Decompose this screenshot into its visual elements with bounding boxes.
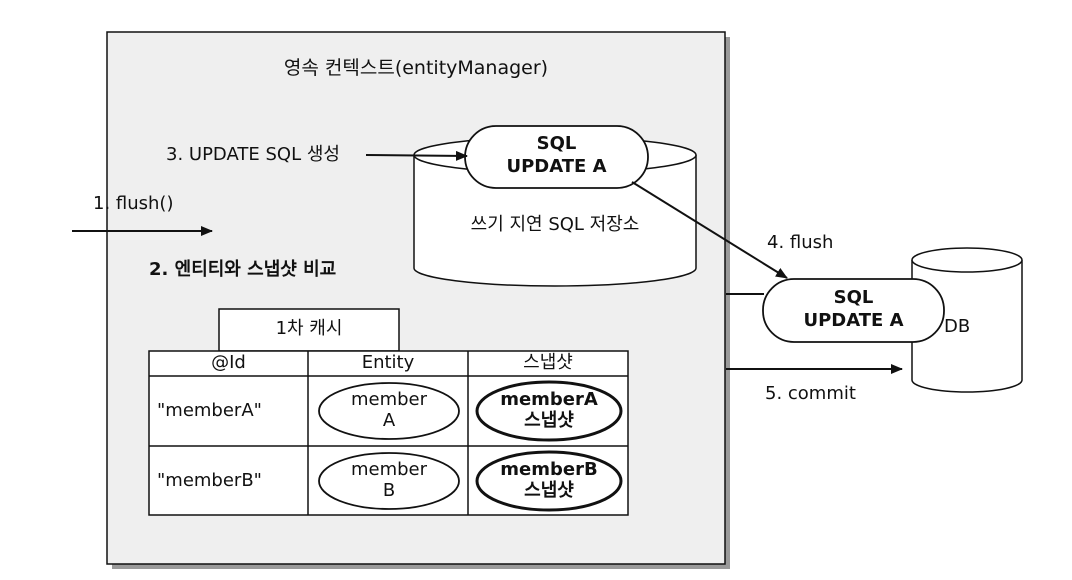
step-create-sql: 3. UPDATE SQL 생성 bbox=[166, 144, 340, 165]
snapshot-b-label: memberB 스냅샷 bbox=[477, 459, 621, 501]
step-flush-in: 1. flush() bbox=[93, 193, 174, 214]
context-title: 영속 컨텍스트(entityManager) bbox=[283, 57, 549, 79]
entity-a-ellipse bbox=[318, 382, 460, 440]
entity-b-ellipse bbox=[318, 452, 460, 510]
snapshot-a-line2: 스냅샷 bbox=[524, 409, 574, 431]
snapshot-a-line1: memberA bbox=[500, 389, 598, 410]
snapshot-b-ellipse bbox=[475, 450, 623, 512]
store-sql-line2: UPDATE A bbox=[506, 156, 607, 177]
snapshot-a-label: memberA 스냅샷 bbox=[477, 389, 621, 431]
create-sql-arrow bbox=[365, 150, 468, 161]
snapshot-b-line1: memberB bbox=[500, 459, 598, 480]
row-b-id: "memberB" bbox=[157, 470, 262, 491]
snapshot-a-ellipse bbox=[475, 380, 623, 442]
store-sql-line1: SQL bbox=[536, 133, 577, 154]
db-label: DB bbox=[944, 316, 971, 337]
header-id: @Id bbox=[211, 352, 246, 373]
step-flush-out: 4. flush bbox=[767, 232, 834, 253]
db-sql-line2: UPDATE A bbox=[803, 310, 904, 331]
flush-out-arrow bbox=[631, 181, 788, 279]
step-commit: 5. commit bbox=[765, 383, 856, 404]
write-store-label: 쓰기 지연 SQL 저장소 bbox=[470, 214, 640, 235]
entity-b-label: member B bbox=[319, 459, 459, 501]
step-compare: 2. 엔티티와 스냅샷 비교 bbox=[149, 259, 337, 280]
cache-title: 1차 캐시 bbox=[275, 318, 343, 339]
snapshot-b-line2: 스냅샷 bbox=[524, 479, 574, 501]
db-sql-line1: SQL bbox=[833, 287, 874, 308]
header-entity: Entity bbox=[361, 352, 415, 373]
db-sql-pill bbox=[762, 278, 945, 343]
entity-a-label: member A bbox=[319, 389, 459, 431]
entity-b-line2: B bbox=[382, 479, 396, 501]
entity-a-line2: A bbox=[382, 409, 396, 431]
entity-a-line1: member bbox=[350, 389, 428, 410]
header-snapshot: 스냅샷 bbox=[523, 352, 573, 373]
row-a-id: "memberA" bbox=[157, 400, 262, 421]
entity-b-line1: member bbox=[350, 459, 428, 480]
